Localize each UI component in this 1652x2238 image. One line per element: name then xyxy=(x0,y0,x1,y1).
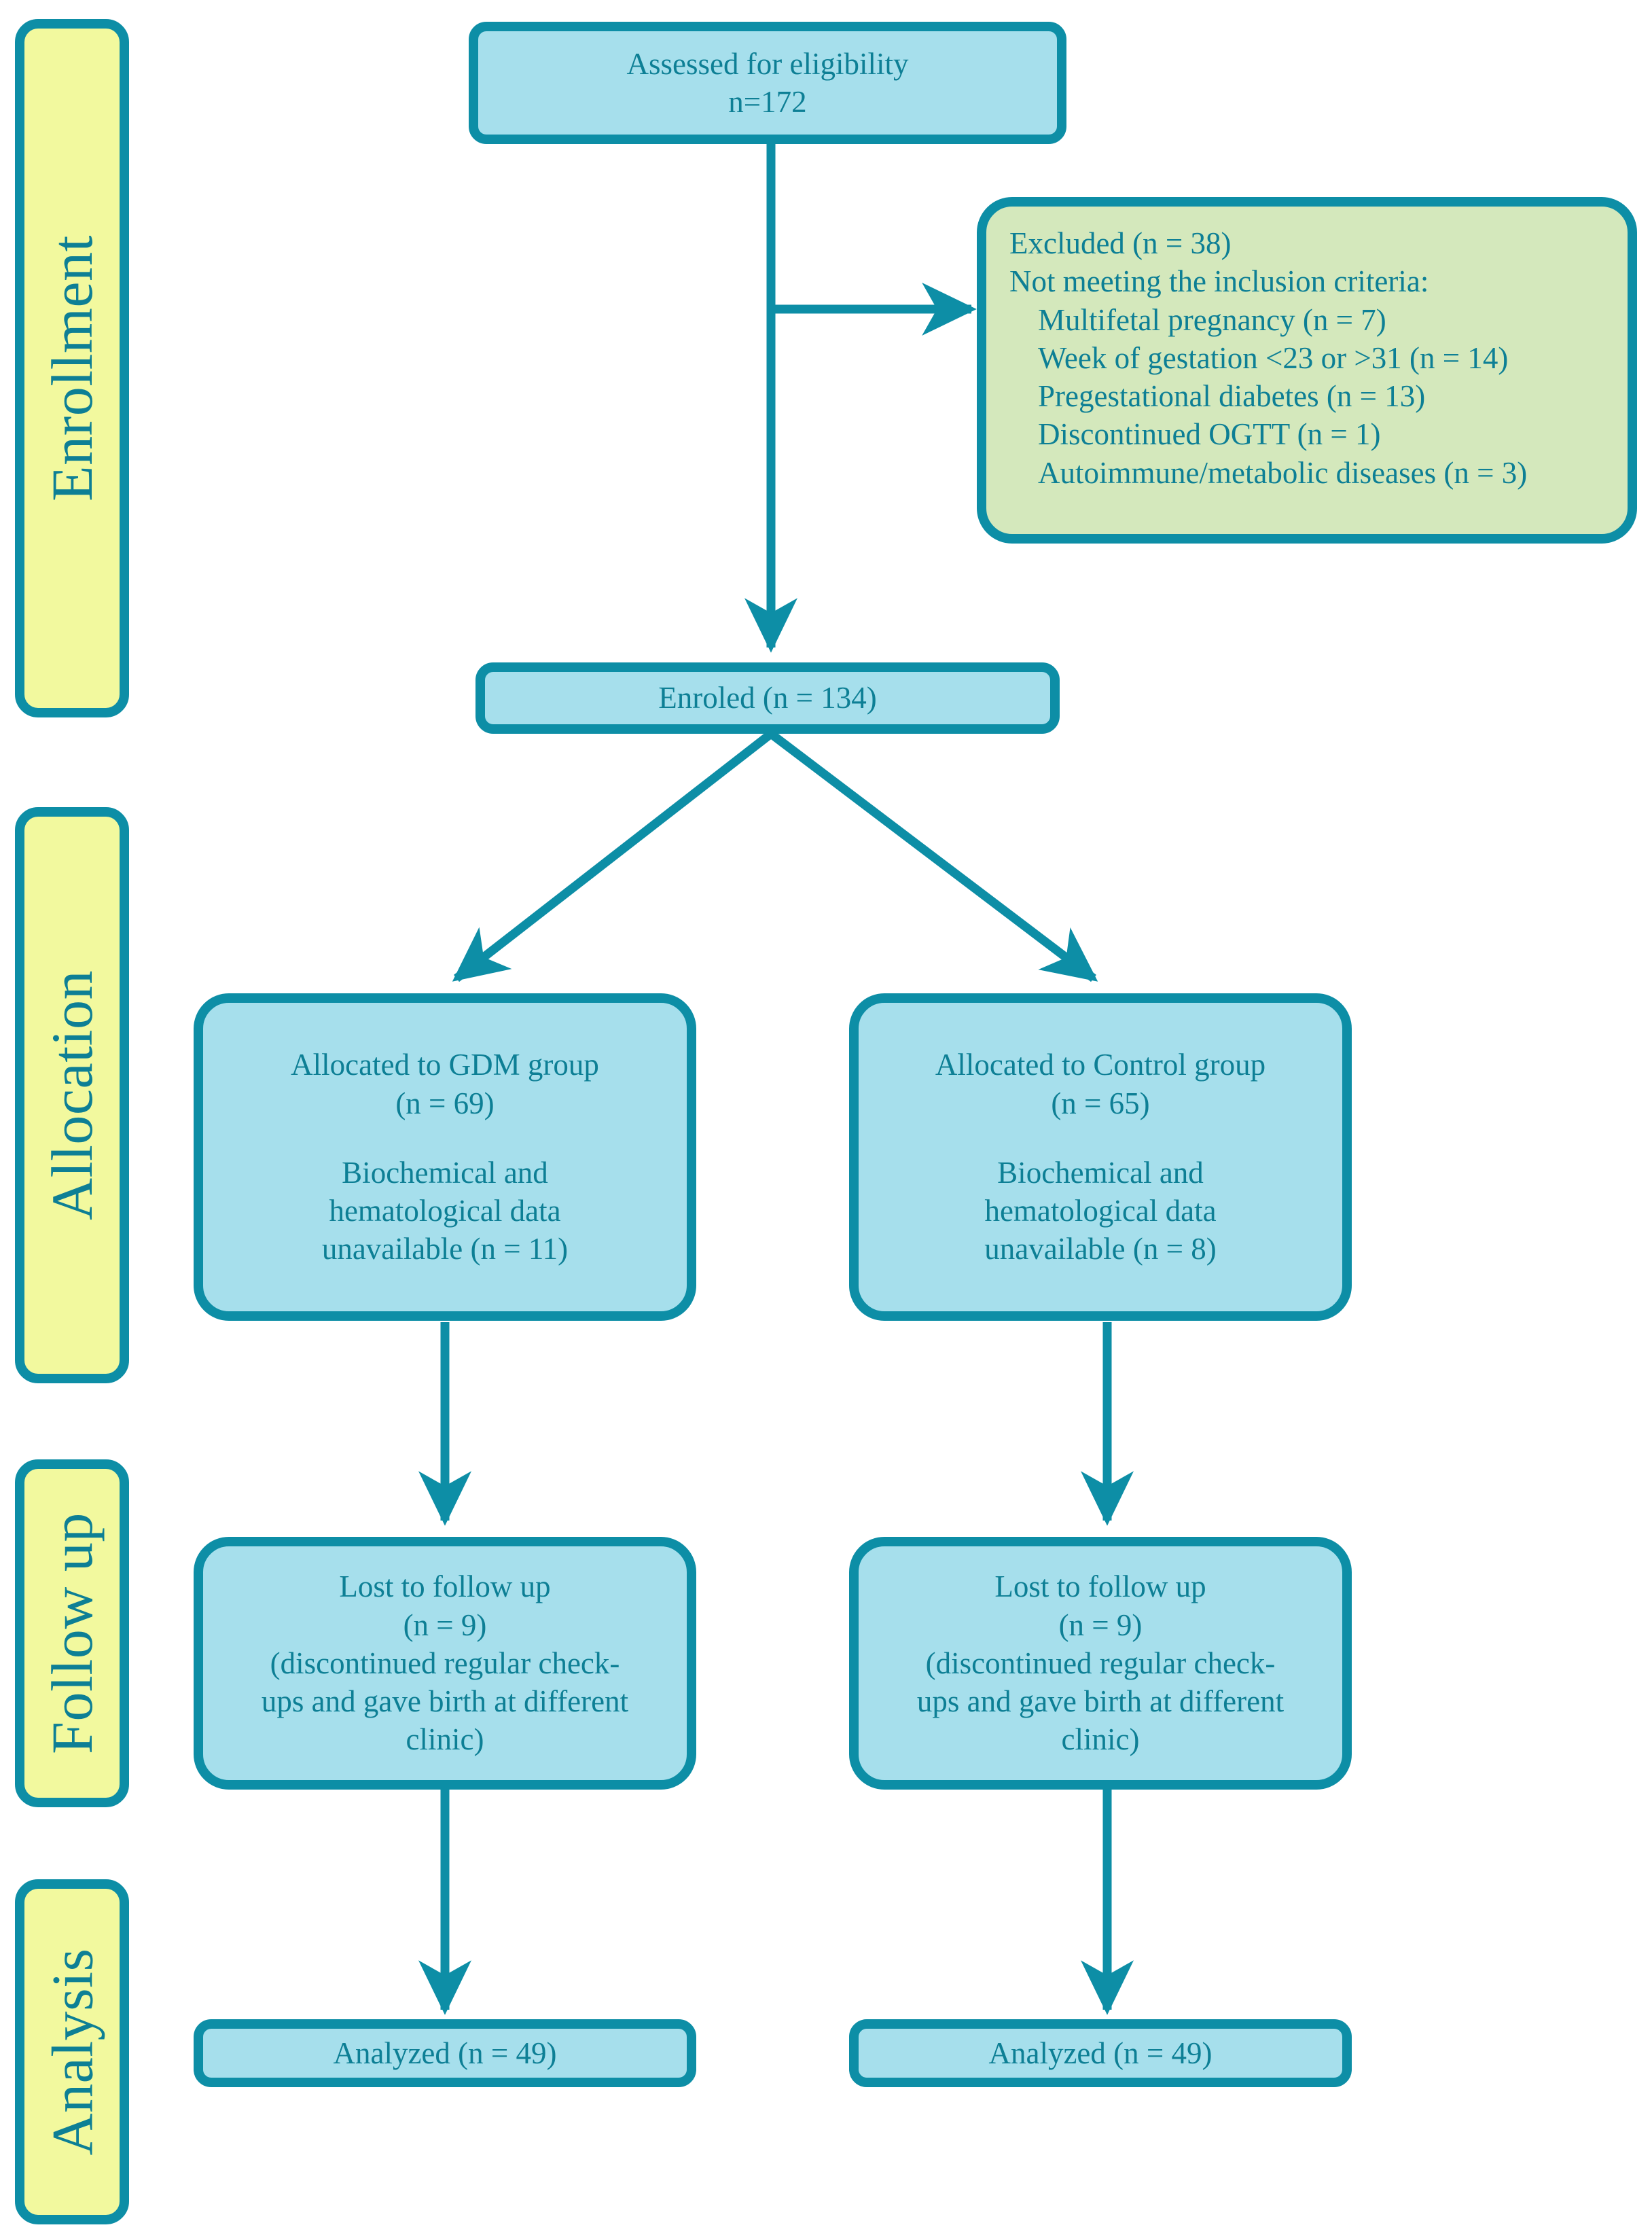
lost-gdm-note-3: clinic) xyxy=(406,1722,484,1757)
enroled-label: Enroled (n = 134) xyxy=(658,681,877,715)
excluded-subtitle: Not meeting the inclusion criteria: xyxy=(1009,264,1429,299)
phase-band-analysis: Analysis xyxy=(15,1879,129,2224)
lost-control-note-2: ups and gave birth at different xyxy=(916,1684,1285,1719)
phase-band-enrollment: Enrollment xyxy=(15,19,129,717)
node-lost-to-follow-up-control: Lost to follow up (n = 9) (discontinued … xyxy=(849,1537,1352,1790)
connector-enroled-to-control xyxy=(768,730,1098,982)
lost-control-count: (n = 9) xyxy=(1058,1608,1143,1642)
assessed-count: n=172 xyxy=(728,85,807,119)
phase-label-enrollment: Enrollment xyxy=(39,235,105,501)
alloc-gdm-title: Allocated to GDM group xyxy=(291,1048,599,1082)
node-allocated-control: Allocated to Control group (n = 65) Bioc… xyxy=(849,993,1352,1321)
node-lost-to-follow-up-gdm: Lost to follow up (n = 9) (discontinued … xyxy=(194,1537,696,1790)
alloc-control-note-2: hematological data xyxy=(984,1194,1217,1228)
phase-band-follow-up: Follow up xyxy=(15,1459,129,1807)
excluded-reason-multifetal: Multifetal pregnancy (n = 7) xyxy=(1038,302,1386,337)
node-analyzed-control: Analyzed (n = 49) xyxy=(849,2019,1352,2087)
analyzed-control-label: Analyzed (n = 49) xyxy=(988,2036,1213,2070)
phase-label-analysis: Analysis xyxy=(39,1948,105,2156)
phase-band-allocation: Allocation xyxy=(15,807,129,1383)
alloc-gdm-note-2: hematological data xyxy=(329,1194,561,1228)
node-enroled: Enroled (n = 134) xyxy=(475,662,1060,734)
connector-enroled-to-gdm xyxy=(452,730,774,982)
node-analyzed-gdm: Analyzed (n = 49) xyxy=(194,2019,696,2087)
lost-control-note-1: (discontinued regular check- xyxy=(925,1646,1276,1680)
alloc-gdm-note-3: unavailable (n = 11) xyxy=(321,1232,569,1266)
alloc-gdm-count: (n = 69) xyxy=(395,1086,495,1120)
node-excluded: Excluded (n = 38) Not meeting the inclus… xyxy=(977,197,1637,544)
excluded-reason-gestation-week: Week of gestation <23 or >31 (n = 14) xyxy=(1038,340,1509,375)
alloc-control-note-3: unavailable (n = 8) xyxy=(984,1232,1217,1266)
alloc-control-note-1: Biochemical and xyxy=(997,1155,1204,1190)
lost-gdm-count: (n = 9) xyxy=(403,1608,487,1642)
alloc-gdm-note-1: Biochemical and xyxy=(342,1155,548,1190)
phase-label-follow-up: Follow up xyxy=(39,1512,105,1754)
node-assessed-for-eligibility: Assessed for eligibility n=172 xyxy=(469,22,1066,144)
phase-label-allocation: Allocation xyxy=(39,970,105,1221)
excluded-reason-pregestational-diabetes: Pregestational diabetes (n = 13) xyxy=(1038,379,1426,413)
assessed-title: Assessed for eligibility xyxy=(626,46,909,81)
node-allocated-gdm: Allocated to GDM group (n = 69) Biochemi… xyxy=(194,993,696,1321)
excluded-title: Excluded (n = 38) xyxy=(1009,226,1232,260)
excluded-reason-autoimmune-metabolic: Autoimmune/metabolic diseases (n = 3) xyxy=(1038,455,1528,490)
lost-gdm-note-1: (discontinued regular check- xyxy=(270,1646,620,1680)
lost-gdm-title: Lost to follow up xyxy=(339,1569,551,1604)
lost-control-title: Lost to follow up xyxy=(994,1569,1206,1604)
excluded-reason-discontinued-ogtt: Discontinued OGTT (n = 1) xyxy=(1038,417,1381,452)
alloc-control-title: Allocated to Control group xyxy=(935,1048,1266,1082)
lost-gdm-note-2: ups and gave birth at different xyxy=(261,1684,629,1719)
lost-control-note-3: clinic) xyxy=(1061,1722,1140,1757)
analyzed-gdm-label: Analyzed (n = 49) xyxy=(333,2036,557,2070)
alloc-control-count: (n = 65) xyxy=(1051,1086,1150,1120)
